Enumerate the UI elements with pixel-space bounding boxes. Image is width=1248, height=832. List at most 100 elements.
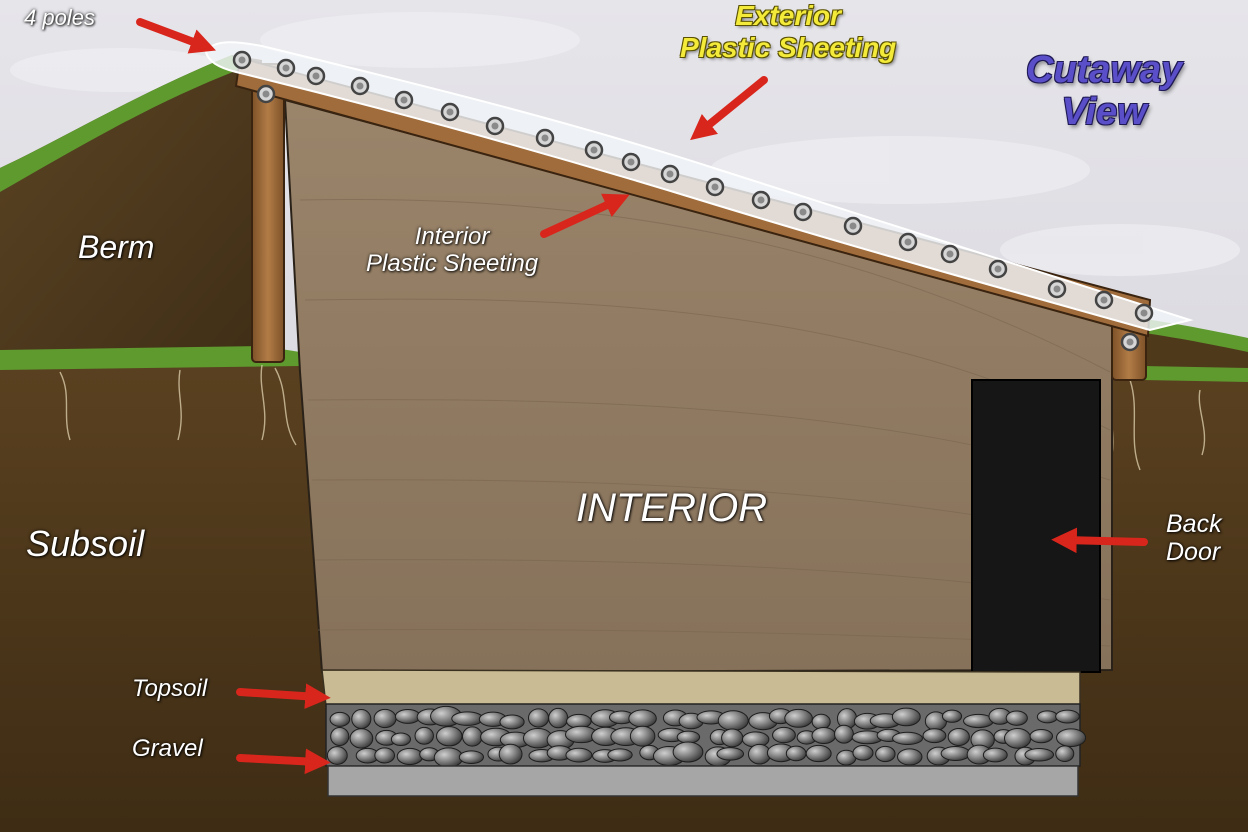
label-back-door: Back Door: [1166, 510, 1222, 566]
gravel-stone: [1036, 710, 1059, 724]
label-cutaway-line2: View: [1061, 90, 1147, 133]
arrow-topsoil: [236, 683, 331, 709]
gravel-stone: [676, 730, 701, 744]
roof-bolt-center: [1053, 285, 1061, 293]
label-exterior-line1: Exterior: [735, 0, 842, 31]
roof-bolt-center: [1140, 309, 1148, 317]
gravel-stone: [940, 745, 971, 762]
label-interior: INTERIOR: [576, 486, 768, 530]
arrow-exterior-sheeting: [690, 76, 768, 141]
arrow-gravel: [236, 748, 331, 775]
gravel-stone: [1029, 728, 1054, 744]
surface-grass-right: [1140, 366, 1248, 382]
gravel-stones: [326, 705, 1087, 768]
label-interior-sheeting-line2: Plastic Sheeting: [366, 249, 539, 277]
gravel-stone: [772, 726, 796, 744]
roof-bolt-center: [312, 72, 320, 80]
gravel-stone: [349, 728, 374, 749]
arrow-poles: [136, 18, 216, 54]
clouds: [10, 12, 1240, 276]
gravel-stone: [811, 713, 831, 730]
gravel-stone: [394, 709, 421, 724]
gravel-stone: [351, 709, 372, 730]
label-topsoil: Topsoil: [132, 675, 208, 702]
gravel-stone: [527, 708, 550, 728]
gravel-stone: [897, 748, 923, 766]
gravel-stone: [875, 745, 896, 763]
gravel-stone: [628, 709, 657, 728]
gravel-stone: [922, 728, 947, 744]
gravel-stone: [1055, 709, 1080, 724]
gravel-stone: [565, 747, 593, 763]
gravel-stone: [717, 710, 749, 731]
gravel-stone: [785, 745, 807, 762]
roof-bolt-center: [400, 96, 408, 104]
gravel-stone: [374, 747, 396, 764]
base-slab: [327, 765, 1079, 797]
gravel-stone: [716, 747, 745, 761]
gravel-stone: [947, 727, 970, 746]
gravel-stone: [326, 746, 348, 765]
gravel-stone: [330, 726, 350, 747]
gravel-stone: [1005, 710, 1028, 726]
gravel-stone: [852, 745, 874, 761]
roof-bolt-center: [491, 122, 499, 130]
gravel-stone: [982, 747, 1008, 763]
label-exterior-line2: Plastic Sheeting: [680, 32, 897, 64]
gravel-stone: [499, 714, 525, 730]
label-cutaway-line1: Cutaway: [1026, 49, 1183, 91]
gravel-stone: [396, 747, 424, 766]
gravel-stone: [458, 750, 484, 765]
label-gravel: Gravel: [132, 735, 203, 762]
back-door: [971, 379, 1101, 673]
gravel-stone: [721, 728, 744, 748]
gravel-stone: [607, 748, 633, 762]
gravel-stone: [435, 726, 463, 747]
gravel-stone: [414, 726, 434, 745]
gravel-stone: [461, 726, 483, 747]
berm-grass: [0, 55, 238, 192]
gravel-stone: [1056, 728, 1087, 748]
roof-bolt-center: [799, 208, 807, 216]
roof-bolt-center: [238, 56, 246, 64]
roof-bolt-center: [627, 158, 635, 166]
roof-bolt-center: [262, 90, 270, 98]
roof-bolt-center: [711, 183, 719, 191]
label-exterior-plastic-sheeting: Exterior Plastic Sheeting: [680, 0, 896, 64]
gravel-stone: [548, 707, 569, 729]
roof-bolt-center: [666, 170, 674, 178]
gravel-stone: [805, 744, 832, 763]
gravel-stone: [892, 731, 923, 745]
gravel-stone: [1003, 727, 1032, 749]
arrow-back-door: [1051, 527, 1148, 554]
gravel-stone: [329, 711, 351, 727]
gravel-stone: [629, 725, 656, 747]
gravel-stone: [811, 726, 837, 745]
roof-bolt-center: [282, 64, 290, 72]
label-back-door-line1: Back: [1166, 510, 1222, 538]
label-interior-plastic-sheeting: Interior Plastic Sheeting: [366, 223, 539, 278]
gravel-stone: [1024, 747, 1055, 762]
topsoil-layer: [321, 669, 1081, 707]
roof-bolts: [232, 50, 1154, 352]
roof-bolt-center: [541, 134, 549, 142]
roof-bolt-center: [757, 196, 765, 204]
label-back-door-line2: Door: [1166, 538, 1221, 566]
roof-bolt-center: [904, 238, 912, 246]
label-cutaway-view: Cutaway View: [1026, 49, 1183, 134]
arrow-interior-sheeting: [540, 193, 630, 238]
roof-bolt-center: [446, 108, 454, 116]
gravel-stone: [891, 707, 921, 727]
gravel-stone: [672, 741, 704, 763]
gravel-stone: [784, 708, 813, 728]
label-interior-sheeting-line1: Interior: [414, 223, 490, 250]
roof-bolt-center: [849, 222, 857, 230]
gravel-stone: [1055, 745, 1075, 763]
berm-mound: [0, 55, 262, 360]
gravel-stone: [390, 732, 412, 747]
gravel-stone: [834, 724, 854, 744]
gravel-stone: [373, 708, 397, 729]
roof-bolt-center: [994, 265, 1002, 273]
gravel-stone: [433, 747, 464, 768]
